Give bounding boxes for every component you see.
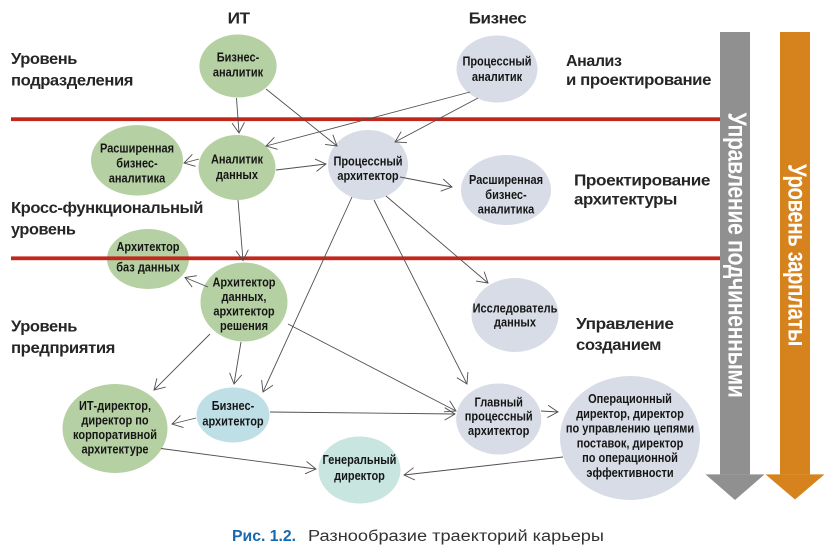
svg-text:данных: данных (494, 316, 536, 330)
svg-text:бизнес-: бизнес- (116, 157, 157, 171)
svg-text:директор, директор: директор, директор (576, 407, 684, 421)
svg-text:Архитектор: Архитектор (116, 240, 179, 254)
svg-text:Уровень зарплаты: Уровень зарплаты (783, 164, 813, 346)
svg-text:созданием: созданием (576, 337, 661, 354)
svg-text:архитектор: архитектор (337, 169, 399, 183)
svg-text:поставок, директор: поставок, директор (577, 436, 684, 450)
svg-text:архитектуре: архитектуре (81, 443, 148, 457)
svg-text:бизнес-: бизнес- (485, 188, 526, 202)
svg-text:аналитика: аналитика (109, 172, 166, 186)
svg-text:баз данных: баз данных (116, 260, 180, 274)
svg-text:Анализ: Анализ (566, 53, 622, 70)
svg-text:Кросс-функциональный: Кросс-функциональный (11, 200, 203, 217)
svg-text:Исследователь: Исследователь (473, 302, 558, 316)
svg-text:корпоративной: корпоративной (73, 428, 157, 442)
svg-text:данных: данных (216, 168, 258, 182)
svg-text:архитектуры: архитектуры (574, 192, 677, 209)
svg-text:Операционный: Операционный (588, 392, 672, 406)
svg-text:архитектор: архитектор (468, 424, 530, 438)
svg-text:эффективности: эффективности (586, 466, 673, 480)
svg-text:процессный: процессный (465, 410, 533, 424)
svg-text:Бизнес-: Бизнес- (212, 399, 255, 413)
svg-text:директор по: директор по (81, 414, 149, 428)
svg-text:подразделения: подразделения (11, 72, 133, 89)
svg-text:Уровень: Уровень (11, 319, 77, 336)
svg-text:Генеральный: Генеральный (323, 453, 397, 467)
svg-text:директор: директор (334, 469, 385, 483)
svg-text:архитектор: архитектор (213, 305, 275, 319)
svg-text:Архитектор: Архитектор (212, 275, 275, 289)
svg-text:по управлению цепями: по управлению цепями (566, 422, 694, 436)
svg-text:уровень: уровень (11, 221, 76, 238)
svg-text:по операционной: по операционной (582, 451, 678, 465)
svg-text:предприятия: предприятия (11, 340, 115, 357)
svg-text:Бизнес: Бизнес (469, 11, 527, 28)
svg-text:решения: решения (220, 319, 268, 333)
svg-text:и проектирование: и проектирование (566, 72, 712, 89)
svg-text:Управление подчиненными: Управление подчиненными (723, 113, 753, 398)
svg-text:Главный: Главный (475, 395, 523, 409)
svg-text:Уровень: Уровень (11, 51, 77, 68)
svg-text:архитектор: архитектор (202, 415, 264, 429)
svg-text:Проектирование: Проектирование (574, 172, 711, 189)
svg-text:ИТ-директор,: ИТ-директор, (79, 399, 151, 413)
svg-text:ИТ: ИТ (228, 11, 251, 28)
svg-text:аналитика: аналитика (478, 203, 535, 217)
svg-text:Рис. 1.2.: Рис. 1.2. (232, 528, 296, 545)
svg-text:Аналитик: Аналитик (211, 153, 264, 167)
svg-text:аналитик: аналитик (213, 66, 264, 80)
svg-text:Расширенная: Расширенная (469, 173, 543, 187)
svg-text:Процессный: Процессный (333, 155, 402, 169)
svg-text:аналитик: аналитик (472, 70, 523, 84)
svg-text:Расширенная: Расширенная (100, 142, 174, 156)
svg-text:данных,: данных, (222, 290, 267, 304)
svg-text:Процессный: Процессный (462, 55, 531, 69)
svg-text:Разнообразие траекторий карьер: Разнообразие траекторий карьеры (308, 528, 604, 545)
svg-text:Управление: Управление (576, 316, 674, 333)
svg-text:Бизнес-: Бизнес- (217, 51, 260, 65)
